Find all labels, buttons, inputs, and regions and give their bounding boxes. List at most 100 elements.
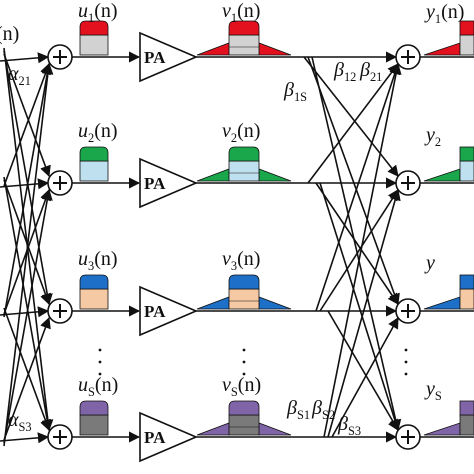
input-cross-line-1-to-4 bbox=[3, 47, 54, 432]
u-label-1: u1(n) bbox=[78, 0, 118, 25]
beta-label-1-subscript: 1S bbox=[294, 90, 307, 104]
ellipsis-dot-1-3 bbox=[98, 372, 102, 376]
y-spectrum-2 bbox=[423, 146, 474, 182]
signal-shapes bbox=[79, 20, 474, 436]
v-label-3-subscript: 3 bbox=[231, 259, 237, 273]
u-label-4-symbol: u bbox=[78, 374, 88, 396]
input-cross-line-4-to-1 bbox=[3, 62, 54, 447]
u-spectrum-3-cap bbox=[79, 274, 109, 290]
input-cross-line-2-to-4 bbox=[3, 176, 53, 432]
pa-block-4-label: PA bbox=[144, 428, 166, 447]
ellipsis-dot-3-2 bbox=[404, 360, 408, 364]
y-spectrum-3-body bbox=[459, 288, 474, 310]
y-label-2-subscript: 2 bbox=[435, 135, 441, 149]
v-spectrum-1-cap bbox=[228, 20, 260, 36]
v-label-4-argument: (n) bbox=[238, 374, 261, 396]
output-cross-line-3-to-2 bbox=[319, 189, 399, 312]
beta-label-6: βS3 bbox=[337, 413, 361, 438]
input-cross-line-4-to-2 bbox=[3, 188, 53, 444]
u-spectrum-2-body bbox=[79, 160, 109, 182]
v-spectrum-4-left-wing bbox=[196, 422, 230, 436]
input-cross-line-3-to-2 bbox=[3, 188, 51, 315]
u-spectrum-1 bbox=[79, 20, 109, 56]
output-cross-line-4-to-3 bbox=[331, 317, 399, 438]
beta-label-4-subscript: S1 bbox=[297, 408, 310, 422]
output-adder-4 bbox=[395, 424, 421, 450]
beta-label-6-subscript: S3 bbox=[348, 424, 361, 438]
beta-label-5-subscript: S2 bbox=[322, 408, 335, 422]
output-adder-3 bbox=[395, 298, 421, 324]
y-spectrum-3-cap bbox=[459, 274, 474, 290]
output-cross-line-2-to-1 bbox=[307, 63, 399, 184]
u-label-3-symbol: u bbox=[78, 248, 88, 270]
v-spectrum-2-right-wing bbox=[258, 168, 292, 182]
u-label-3-subscript: 3 bbox=[88, 259, 94, 273]
v-label-1: v1(n) bbox=[222, 0, 260, 25]
output-cross-line-2-to-4 bbox=[319, 182, 401, 432]
u-label-4-subscript: S bbox=[88, 385, 95, 399]
v-spectrum-1-left-wing bbox=[196, 42, 230, 56]
input-cross-line-1-to-2 bbox=[3, 53, 51, 178]
u-label-3: u3(n) bbox=[78, 248, 118, 273]
pa-block-4-triangle bbox=[139, 411, 199, 463]
output-cross-line-1-to-2 bbox=[303, 56, 399, 177]
u-spectrum-4-cap bbox=[79, 400, 109, 416]
y-spectrum-4 bbox=[423, 400, 474, 436]
y-spectrum-1-wing bbox=[423, 42, 461, 56]
alpha-label-1: α21 bbox=[8, 63, 31, 88]
u-spectrum-3 bbox=[79, 274, 109, 310]
v-spectrum-2-left-wing bbox=[196, 168, 230, 182]
y-spectrum-4-body bbox=[459, 414, 474, 436]
y-label-2-symbol: y bbox=[424, 124, 435, 146]
v-spectrum-2-body bbox=[228, 160, 260, 182]
output-cross-line-2-to-3 bbox=[315, 182, 399, 305]
output-cross-line-4-to-1 bbox=[323, 62, 402, 438]
output-cross-line-4-to-2 bbox=[327, 188, 401, 438]
y-spectrum-4-cap bbox=[459, 400, 474, 416]
u-label-2: u2(n) bbox=[78, 120, 118, 145]
input-adder-1 bbox=[47, 44, 73, 70]
pa-block-2: PA bbox=[139, 157, 199, 209]
y-label-1: y1(n) bbox=[424, 1, 464, 26]
u-label-1-subscript: 1 bbox=[88, 11, 94, 25]
u-spectrum-1-body bbox=[79, 34, 109, 56]
alpha-label-2-subscript: S3 bbox=[19, 420, 32, 434]
y-spectrum-1-cap bbox=[459, 20, 474, 36]
ellipsis-dot-2-2 bbox=[242, 360, 246, 364]
v-spectrum-1-right-wing bbox=[258, 42, 292, 56]
u-label-4-argument: (n) bbox=[95, 374, 118, 396]
y-spectrum-3 bbox=[423, 274, 474, 310]
v-spectrum-1 bbox=[196, 20, 292, 56]
u-spectrum-3-body bbox=[79, 288, 109, 310]
input-adder-3 bbox=[47, 298, 73, 324]
output-cross-line-1-to-3 bbox=[307, 56, 400, 306]
beta-label-1-symbol: β bbox=[283, 79, 294, 101]
pa-block-3: PA bbox=[139, 285, 199, 337]
y-label-4-subscript: S bbox=[435, 389, 442, 403]
v-label-4-symbol: v bbox=[222, 374, 231, 396]
v-label-3: v3(n) bbox=[222, 248, 260, 273]
top-left-argument-label: (n) bbox=[0, 23, 19, 45]
alpha-label-2-symbol: α bbox=[8, 409, 19, 431]
beta-label-4-symbol: β bbox=[286, 397, 297, 419]
input-line-2 bbox=[0, 178, 50, 190]
labels: u1(n)v1(n)y1(n)u2(n)v2(n)y2u3(n)v3(n)yuS… bbox=[0, 0, 464, 438]
ellipsis-dot-2-1 bbox=[242, 348, 246, 352]
v-spectrum-2-cap bbox=[228, 146, 260, 162]
ellipsis-dot-2-3 bbox=[242, 372, 246, 376]
y-spectrum-2-wing bbox=[423, 168, 461, 182]
v-spectrum-3-cap bbox=[228, 274, 260, 290]
beta-label-5: βS2 bbox=[311, 397, 335, 422]
v-spectrum-4-body bbox=[228, 414, 260, 436]
v-spectrum-3-body bbox=[228, 288, 260, 310]
y-label-1-symbol: y bbox=[424, 1, 435, 23]
v-label-4-subscript: S bbox=[231, 385, 238, 399]
y-spectrum-1-body bbox=[459, 34, 474, 56]
u-label-2-subscript: 2 bbox=[88, 131, 94, 145]
v-spectrum-2 bbox=[196, 146, 292, 182]
beta-label-1: β1S bbox=[283, 79, 307, 104]
v-label-4: vS(n) bbox=[222, 374, 261, 399]
alpha-label-1-subscript: 21 bbox=[19, 74, 31, 88]
